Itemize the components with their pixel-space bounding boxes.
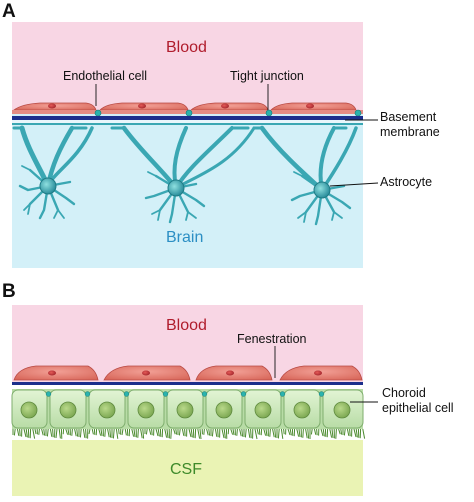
basement-membrane-a xyxy=(12,116,363,120)
tight-junctions xyxy=(94,109,362,117)
choroid-epithelial-label-line2: epithelial cell xyxy=(382,401,454,415)
fenestrated-endothelium xyxy=(13,365,363,381)
choroid-epithelial-layer xyxy=(11,389,366,440)
astrocyte-label: Astrocyte xyxy=(380,175,433,189)
fenestration-label: Fenestration xyxy=(237,332,307,346)
blood-label-a: Blood xyxy=(166,39,207,56)
brain-region-a xyxy=(12,111,363,268)
panel-b-callout-lines xyxy=(274,346,378,403)
choroid-epithelial-label-line1: Choroid xyxy=(382,386,426,400)
astrocyte-2 xyxy=(110,125,256,224)
brain-label: Brain xyxy=(166,229,204,246)
panel-b-letter: B xyxy=(2,281,16,302)
tight-junction-label: Tight junction xyxy=(230,69,304,83)
panel-b-diagram xyxy=(11,305,378,496)
astrocytes xyxy=(12,125,358,226)
endothelial-cell-label: Endothelial cell xyxy=(63,69,148,83)
panel-a-letter: A xyxy=(2,1,16,22)
basement-membrane-label-line2: membrane xyxy=(380,125,440,139)
astrocyte-1 xyxy=(12,125,94,220)
panel-a-diagram xyxy=(12,22,379,268)
blood-label-b: Blood xyxy=(166,317,207,334)
blood-region-a xyxy=(12,22,363,111)
basement-membrane-label-line1: Basement xyxy=(380,110,437,124)
panel-a-callout-lines xyxy=(95,84,379,187)
astrocyte-3 xyxy=(252,125,358,226)
csf-region xyxy=(12,440,363,496)
basement-membrane-b xyxy=(12,382,363,385)
csf-label: CSF xyxy=(170,461,202,478)
